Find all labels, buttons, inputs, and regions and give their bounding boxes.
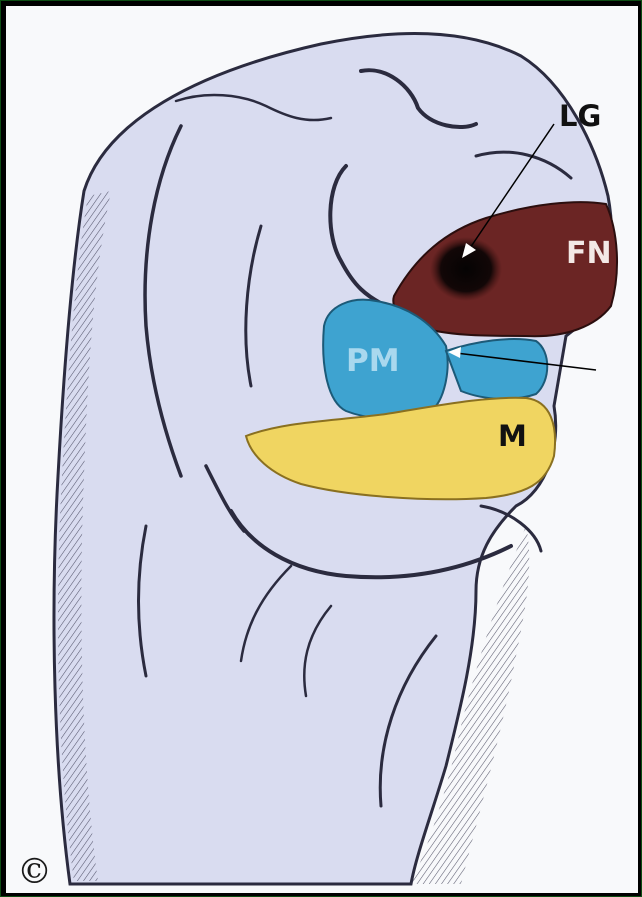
illustration-panel: LG FN PM M © (6, 6, 638, 893)
label-lg: LG (559, 99, 601, 133)
embryo-head-illustration: LG FN PM M (6, 6, 638, 893)
label-fn: FN (566, 236, 612, 271)
label-m: M (498, 419, 527, 453)
premaxillary-extension (446, 339, 547, 399)
copyright-symbol: © (17, 855, 51, 889)
label-pm: PM (346, 343, 400, 379)
